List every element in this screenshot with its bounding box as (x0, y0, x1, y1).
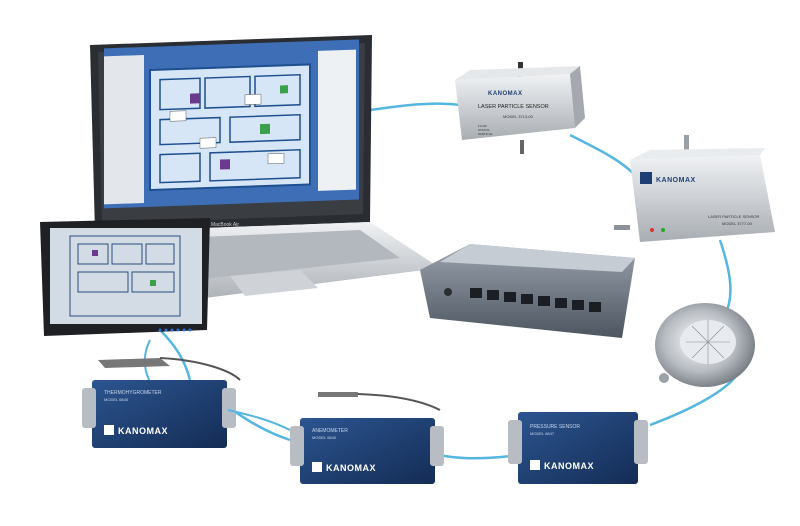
laptop-brand-label: MacBook Air (211, 222, 239, 228)
anemometer: ANEMOMETER MODEL 6840 KANOMAX (290, 392, 444, 484)
thermohygrometer: THERMOHYGROMETER MODEL 6845 KANOMAX (82, 357, 291, 448)
anemo-brand: KANOMAX (326, 463, 376, 473)
tablet-screen (50, 228, 202, 324)
network-cable (159, 102, 742, 460)
small-sensor-title: LASER PARTICLE SENSOR (478, 104, 549, 110)
anemo-model: MODEL 6840 (312, 435, 337, 440)
thermo-brand: KANOMAX (118, 426, 168, 436)
network-hub (420, 244, 635, 338)
small-sensor-model: MODEL 3713-00 (503, 114, 534, 119)
pressure-probe-disc (655, 303, 755, 387)
screen-sidebar (104, 54, 144, 205)
tablet-floorplan (69, 235, 181, 317)
tablet-buttons (158, 328, 192, 332)
large-sensor-title: LASER PARTICLE SENSOR (708, 214, 760, 219)
hub-power-button (444, 288, 452, 296)
particle-sensor-large: KANOMAX LASER PARTICLE SENSOR MODEL 3777… (614, 135, 775, 242)
large-sensor-model: MODEL 3777-00 (722, 221, 753, 226)
thermo-logo-badge (104, 425, 114, 435)
laptop-trackpad (230, 270, 318, 296)
particle-sensor-small: KANOMAX LASER PARTICLE SENSOR MODEL 3713… (455, 62, 585, 154)
large-sensor-logo-badge (640, 172, 652, 184)
pressure-model: MODEL 6847 (530, 431, 555, 436)
thermo-model: MODEL 6845 (104, 397, 129, 402)
hub-ports (470, 288, 601, 312)
pressure-logo-badge (530, 460, 540, 470)
anemo-title: ANEMOMETER (312, 428, 348, 434)
tablet (40, 218, 210, 336)
floorplan-window (149, 63, 311, 192)
small-sensor-legend-particle: PARTICLE (478, 132, 492, 136)
large-sensor-brand: KANOMAX (656, 177, 696, 184)
thermo-title: THERMOHYGROMETER (104, 390, 162, 396)
pressure-title: PRESSURE SENSOR (530, 424, 580, 430)
small-sensor-legend-status: STATUS (478, 128, 489, 132)
small-sensor-brand: KANOMAX (488, 91, 523, 97)
pressure-sensor: PRESSURE SENSOR MODEL 6847 KANOMAX (508, 412, 648, 484)
pressure-brand: KANOMAX (544, 461, 594, 471)
screen-right-panel (318, 49, 356, 191)
small-sensor-legend-flow: FLOW (478, 124, 487, 128)
anemo-logo-badge (312, 462, 322, 472)
